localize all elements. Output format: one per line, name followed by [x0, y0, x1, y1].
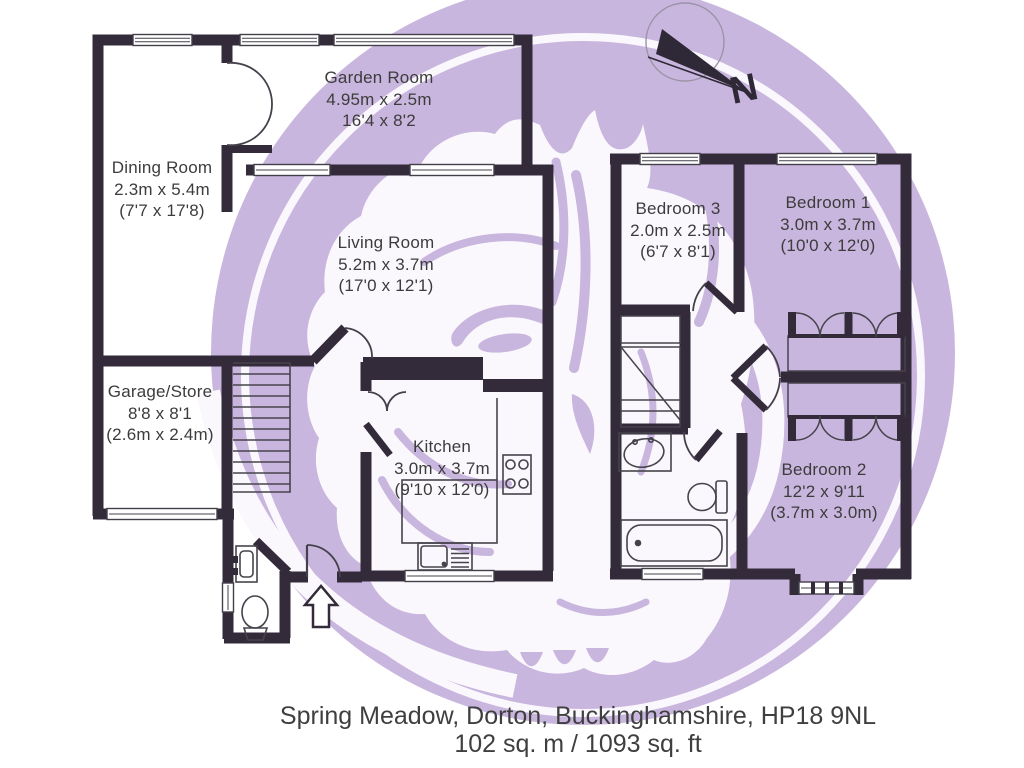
room-name: Bedroom 3 — [635, 199, 721, 218]
bedroom2-wardrobe — [787, 382, 906, 441]
kitchen-fixtures — [401, 398, 532, 571]
room-label-kitchen: Kitchen 3.0m x 3.7m (9'10 x 12'0) — [342, 436, 542, 501]
room-dims-line1: 2.3m x 5.4m — [114, 179, 210, 199]
room-label-garden-room: Garden Room 4.95m x 2.5m 16'4 x 8'2 — [279, 67, 479, 132]
kitchen-top-wall — [363, 357, 483, 380]
room-label-dining-room: Dining Room 2.3m x 5.4m (7'7 x 17'8) — [62, 157, 262, 222]
room-dims-line2: (7'7 x 17'8) — [119, 201, 205, 220]
wc-basin — [235, 545, 258, 583]
room-dims-line2: (9'10 x 12'0) — [394, 480, 490, 499]
lion-eye-brow — [451, 304, 554, 347]
north-arrow-icon — [656, 29, 746, 92]
watermark-ring — [241, 33, 925, 717]
room-dims-line1: 2.0m x 2.5m — [630, 220, 726, 240]
lion-teeth — [520, 648, 609, 667]
room-name: Garage/Store — [107, 382, 213, 401]
wc-toilet — [241, 595, 269, 629]
landing-cupboards — [620, 315, 681, 428]
kitchen-hob — [502, 454, 532, 495]
first-floor-walls — [610, 153, 912, 595]
bathtub — [620, 519, 728, 567]
room-dims-line1: 8'8 x 8'1 — [127, 403, 193, 423]
wc-door-leaf — [252, 537, 292, 576]
bathroom-fixtures — [618, 432, 728, 567]
bedroom1-wardrobe — [787, 312, 906, 372]
first-floor-door-arcs — [683, 282, 781, 461]
room-dims-line2: 16'4 x 8'2 — [342, 111, 416, 130]
compass-circle — [645, 2, 725, 82]
airing-cupboard — [620, 346, 681, 428]
room-name: Kitchen — [412, 437, 472, 456]
entrance-arrow-icon — [302, 584, 340, 629]
room-name: Bedroom 2 — [781, 460, 867, 479]
first-floor-plan — [610, 152, 912, 595]
first-floor-windows — [639, 152, 878, 595]
compass-needle-line — [647, 56, 747, 93]
room-dims-line1: 12'2 x 9'11 — [782, 481, 866, 501]
wc-fixtures — [231, 545, 269, 641]
room-dims-line1: 3.0m x 3.7m — [780, 214, 876, 234]
room-dims-line2: (3.7m x 3.0m) — [770, 503, 878, 522]
room-label-living-room: Living Room 5.2m x 3.7m (17'0 x 12'1) — [286, 232, 486, 297]
room-name: Garden Room — [324, 68, 434, 87]
room-dims-line1: 3.0m x 3.7m — [394, 458, 490, 478]
lion-face-details — [378, 157, 720, 616]
total-area: 102 sq. m / 1093 sq. ft — [454, 730, 702, 758]
room-dims-line2: (10'0 x 12'0) — [780, 236, 876, 255]
staircase — [233, 362, 291, 493]
property-address: Spring Meadow, Dorton, Buckinghamshire, … — [279, 702, 877, 730]
room-dims-line1: 4.95m x 2.5m — [326, 89, 432, 109]
kitchen-top-wall-step — [483, 379, 553, 392]
lion-watermark — [196, 0, 955, 725]
bathroom-basin — [623, 437, 665, 469]
room-dims-line1: 5.2m x 3.7m — [338, 254, 434, 274]
room-label-bedroom-2: Bedroom 2 12'2 x 9'11 (3.7m x 3.0m) — [724, 459, 924, 524]
lion-nose — [571, 394, 595, 454]
room-label-bedroom-3: Bedroom 3 2.0m x 2.5m (6'7 x 8'1) — [578, 198, 778, 263]
room-name: Living Room — [337, 233, 435, 252]
footer: Spring Meadow, Dorton, Buckinghamshire, … — [133, 703, 1023, 758]
kitchen-door-leaf — [363, 421, 393, 458]
room-dims-line2: (17'0 x 12'1) — [338, 276, 434, 295]
kitchen-sink — [417, 542, 473, 571]
ground-floor-door-arcs — [226, 61, 407, 578]
room-name: Bedroom 1 — [785, 193, 871, 212]
ground-floor-windows — [106, 33, 515, 613]
ground-floor-plan — [92, 33, 554, 644]
room-dims-line2: (6'7 x 8'1) — [640, 242, 716, 261]
room-name: Dining Room — [111, 158, 213, 177]
lion-face — [307, 110, 755, 675]
hall-diagonal-wall — [309, 324, 349, 365]
lion-eye — [478, 333, 532, 353]
room-dims-line2: (2.6m x 2.4m) — [106, 425, 214, 444]
room-label-garage-store: Garage/Store 8'8 x 8'1 (2.6m x 2.4m) — [60, 381, 260, 446]
bathroom-basin-unit — [618, 432, 672, 472]
first-floor-door-leaves — [693, 280, 769, 463]
room-label-bedroom-1: Bedroom 1 3.0m x 3.7m (10'0 x 12'0) — [728, 192, 928, 257]
